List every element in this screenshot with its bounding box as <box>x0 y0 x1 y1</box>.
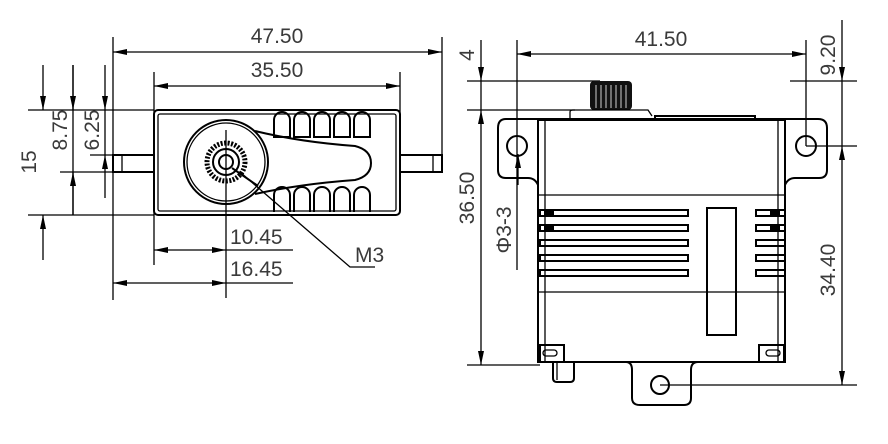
dimension-label-hole-diameter: Φ3-3 <box>493 206 516 253</box>
dimension-label-10-45: 10.45 <box>230 226 283 249</box>
servo-body-inner <box>157 113 397 212</box>
dimension-label-34-40: 34.40 <box>817 244 840 297</box>
dimension-label-15: 15 <box>18 150 41 173</box>
thread-label-m3: M3 <box>355 244 384 267</box>
dimension-label-47-50: 47.50 <box>251 25 304 48</box>
corner-clip <box>758 344 785 363</box>
dimension-label-8-75: 8.75 <box>49 110 72 151</box>
dimension-label-35-50: 35.50 <box>251 59 304 82</box>
dimension-label-9-20: 9.20 <box>817 35 840 76</box>
case-vents <box>539 209 786 277</box>
mounting-hole <box>795 135 817 157</box>
mounting-hole <box>650 375 670 395</box>
dimension-label-6-25: 6.25 <box>81 110 104 151</box>
dimension-label-36-50: 36.50 <box>456 172 479 225</box>
bottom-mounting-tab <box>625 361 699 406</box>
dimension-label-16-45: 16.45 <box>230 258 283 281</box>
dimension-label-41-50: 41.50 <box>635 28 688 51</box>
cable-connector <box>552 362 575 383</box>
clip-detail <box>542 349 558 357</box>
mounting-tabs <box>112 154 443 173</box>
servo-horn <box>183 119 373 205</box>
vent-slots <box>273 111 371 212</box>
m3-leader-line <box>239 171 375 268</box>
label-window <box>706 207 737 336</box>
servo-body-outline <box>153 109 401 216</box>
mounting-hole <box>506 135 528 157</box>
output-spline <box>569 81 756 120</box>
side-view: 41.50 4 36.50 Φ3-3 9.20 34.40 <box>456 20 857 406</box>
dimension-label-4: 4 <box>456 49 479 61</box>
top-view: 47.50 35.50 15 8.75 6.25 <box>18 25 443 300</box>
clip-detail <box>765 349 781 357</box>
